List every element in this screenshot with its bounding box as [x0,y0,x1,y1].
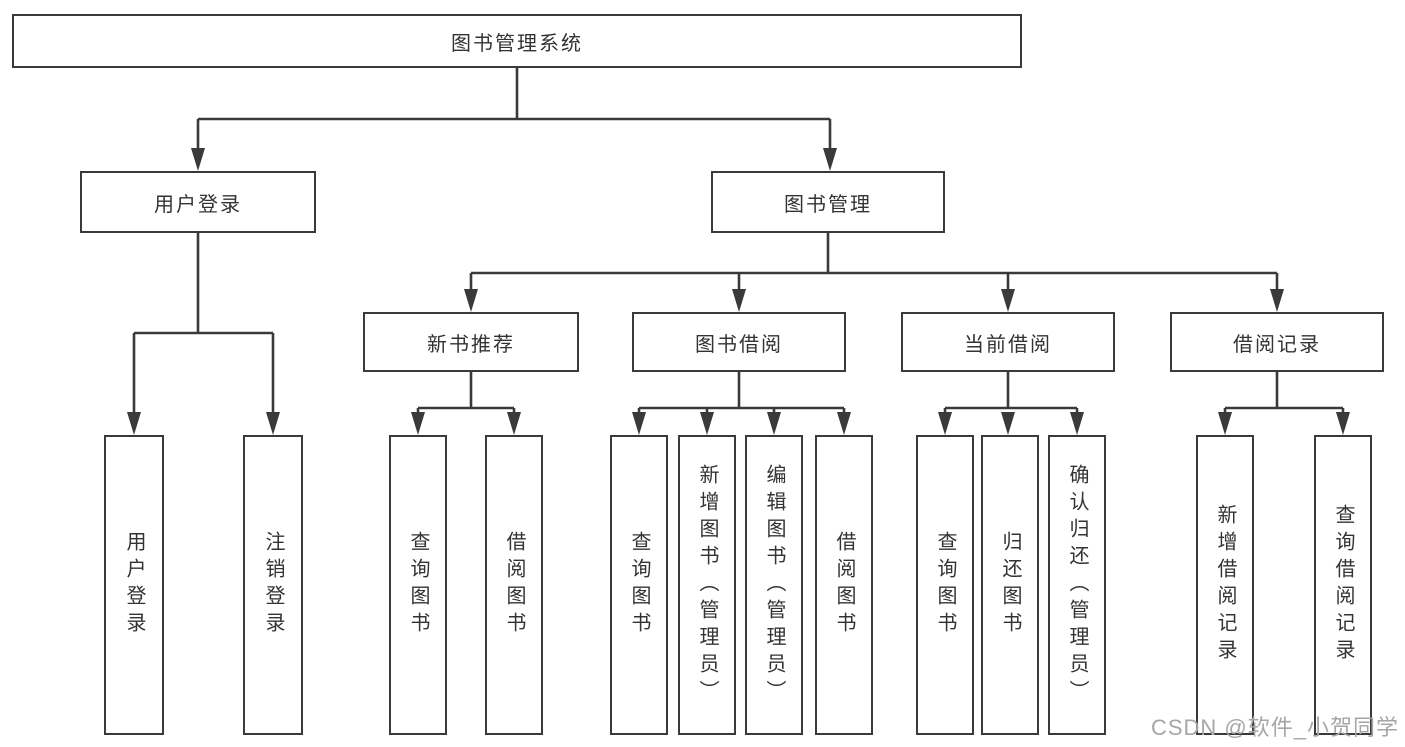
leaf-borrow-books-recommend: 借阅图书 [485,435,543,735]
leaf-return-books-label: 归还图书 [999,531,1021,639]
leaf-add-books-admin: 新增图书（管理员） [678,435,736,735]
node-borrow-records: 借阅记录 [1170,312,1384,372]
leaf-logout: 注销登录 [243,435,303,735]
csdn-watermark: CSDN @软件_小贺同学 [1150,715,1399,740]
leaf-query-books-borrow: 查询图书 [610,435,668,735]
node-book-management: 图书管理 [711,171,945,233]
connector-new-book-recommend-children [411,372,521,435]
node-book-borrow: 图书借阅 [632,312,846,372]
leaf-user-login: 用户登录 [104,435,164,735]
connector-root-to-level2 [191,68,837,171]
connector-book-borrow-children [632,372,851,435]
node-user-login-label: 用户登录 [154,193,242,216]
leaf-user-login-label: 用户登录 [123,531,145,639]
leaf-query-books-recommend-label: 查询图书 [407,531,429,639]
connector-book-management-children [464,233,1284,312]
connector-user-login-children [127,233,280,435]
leaf-borrow-books-label: 借阅图书 [833,531,855,639]
node-user-login: 用户登录 [80,171,316,233]
node-current-borrow-label: 当前借阅 [964,333,1052,356]
leaf-edit-books-admin: 编辑图书（管理员） [745,435,803,735]
leaf-confirm-return-admin-label: 确认归还（管理员） [1066,463,1088,707]
leaf-query-books-recommend: 查询图书 [389,435,447,735]
leaf-logout-label: 注销登录 [262,531,284,639]
leaf-borrow-books-recommend-label: 借阅图书 [503,531,525,639]
leaf-add-borrow-record: 新增借阅记录 [1196,435,1254,735]
node-new-book-recommend-label: 新书推荐 [427,333,515,356]
node-book-management-label: 图书管理 [784,193,872,216]
node-root-system: 图书管理系统 [12,14,1022,68]
node-borrow-records-label: 借阅记录 [1233,333,1321,356]
connector-borrow-records-children [1218,372,1350,435]
leaf-confirm-return-admin: 确认归还（管理员） [1048,435,1106,735]
leaf-add-borrow-record-label: 新增借阅记录 [1214,504,1236,666]
node-new-book-recommend: 新书推荐 [363,312,579,372]
node-book-borrow-label: 图书借阅 [695,333,783,356]
leaf-query-borrow-record-label: 查询借阅记录 [1332,504,1354,666]
leaf-query-borrow-record: 查询借阅记录 [1314,435,1372,735]
leaf-query-books-current-label: 查询图书 [934,531,956,639]
node-current-borrow: 当前借阅 [901,312,1115,372]
connector-current-borrow-children [938,372,1084,435]
leaf-borrow-books: 借阅图书 [815,435,873,735]
node-root-label: 图书管理系统 [451,32,583,55]
leaf-edit-books-admin-label: 编辑图书（管理员） [763,463,785,707]
leaf-return-books: 归还图书 [981,435,1039,735]
leaf-add-books-admin-label: 新增图书（管理员） [696,463,718,707]
leaf-query-books-current: 查询图书 [916,435,974,735]
leaf-query-books-borrow-label: 查询图书 [628,531,650,639]
